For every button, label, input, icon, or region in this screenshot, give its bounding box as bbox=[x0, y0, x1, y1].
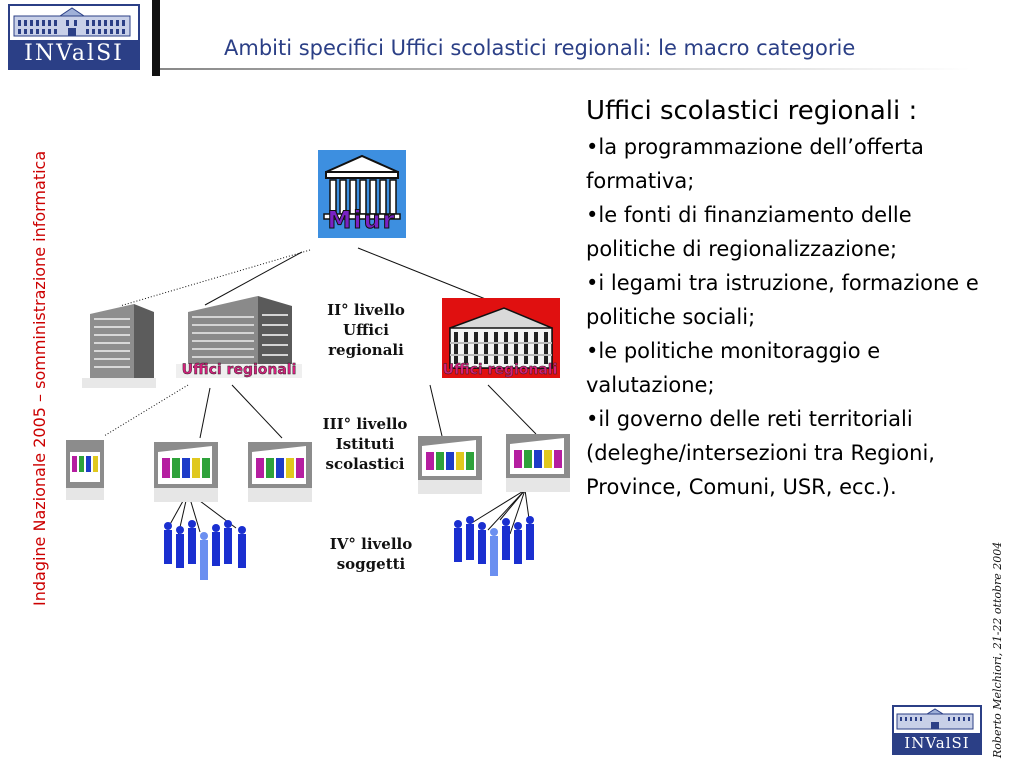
side-caption-left: Indagine Nazionale 2005 – somministrazio… bbox=[28, 110, 52, 606]
level-label-ii: II° livello Uffici regionali bbox=[308, 300, 424, 360]
level-label-line: IV° livello bbox=[329, 535, 413, 553]
description-panel: Uffici scolastici regionali : •la progra… bbox=[586, 94, 1006, 504]
side-caption-right: Roberto Melchiori, 21-22 ottobre 2004 bbox=[988, 532, 1008, 762]
slide-title: Ambiti specifici Uffici scolastici regio… bbox=[224, 36, 856, 60]
panel-heading: Uffici scolastici regionali : bbox=[586, 96, 918, 126]
level-label-line: scolastici bbox=[325, 455, 405, 473]
school-icon bbox=[506, 434, 570, 492]
level-label-line: regionali bbox=[328, 341, 404, 359]
people-icon bbox=[164, 520, 246, 580]
office-label: Uffici regionali bbox=[438, 362, 562, 378]
side-caption-left-text: Indagine Nazionale 2005 – somministrazio… bbox=[30, 150, 49, 606]
invalsi-logo: INValSI bbox=[8, 4, 140, 70]
title-divider bbox=[160, 68, 970, 70]
miur-temple-icon bbox=[318, 150, 406, 238]
miur-label: Miur bbox=[314, 206, 410, 235]
level-label-line: Uffici bbox=[343, 321, 389, 339]
level-label-line: III° livello bbox=[322, 415, 408, 433]
bullet-item: •le politiche monitoraggio e valutazione… bbox=[586, 339, 881, 397]
building-icon bbox=[176, 296, 302, 378]
bullet-item: •le fonti di finanziamento delle politic… bbox=[586, 203, 912, 261]
level-label-line: Istituti bbox=[335, 435, 395, 453]
hierarchy-diagram: Miur Uffici regionali bbox=[60, 140, 580, 600]
school-icon bbox=[248, 442, 312, 502]
office-label-text: Uffici regionali bbox=[442, 362, 558, 378]
title-accent-bar bbox=[152, 0, 160, 76]
logo-wordmark: INValSI bbox=[894, 733, 980, 753]
level-label-iv: IV° livello soggetti bbox=[312, 534, 430, 574]
school-icon bbox=[418, 436, 482, 494]
office-label: Uffici regionali bbox=[178, 362, 300, 378]
building-icon bbox=[442, 298, 560, 378]
people-icon bbox=[454, 516, 534, 576]
school-icon bbox=[154, 442, 218, 502]
invalsi-logo-small: INValSI bbox=[892, 705, 982, 755]
logo-wordmark: INValSI bbox=[10, 40, 138, 68]
school-icon bbox=[66, 440, 104, 500]
side-caption-right-text: Roberto Melchiori, 21-22 ottobre 2004 bbox=[991, 541, 1004, 758]
office-label-text: Uffici regionali bbox=[181, 362, 297, 378]
palace-facade-icon bbox=[10, 6, 134, 38]
level-label-iii: III° livello Istituti scolastici bbox=[306, 414, 424, 474]
palace-facade-icon bbox=[894, 707, 976, 731]
bullet-item: •i legami tra istruzione, formazione e p… bbox=[586, 271, 979, 329]
building-icon bbox=[82, 304, 156, 388]
level-label-line: II° livello bbox=[327, 301, 405, 319]
bullet-item: •la programmazione dell’offerta formativ… bbox=[586, 135, 924, 193]
miur-label-text: Miur bbox=[327, 206, 397, 235]
bullet-item: •il governo delle reti territoriali (del… bbox=[586, 407, 935, 499]
level-label-line: soggetti bbox=[336, 555, 406, 573]
